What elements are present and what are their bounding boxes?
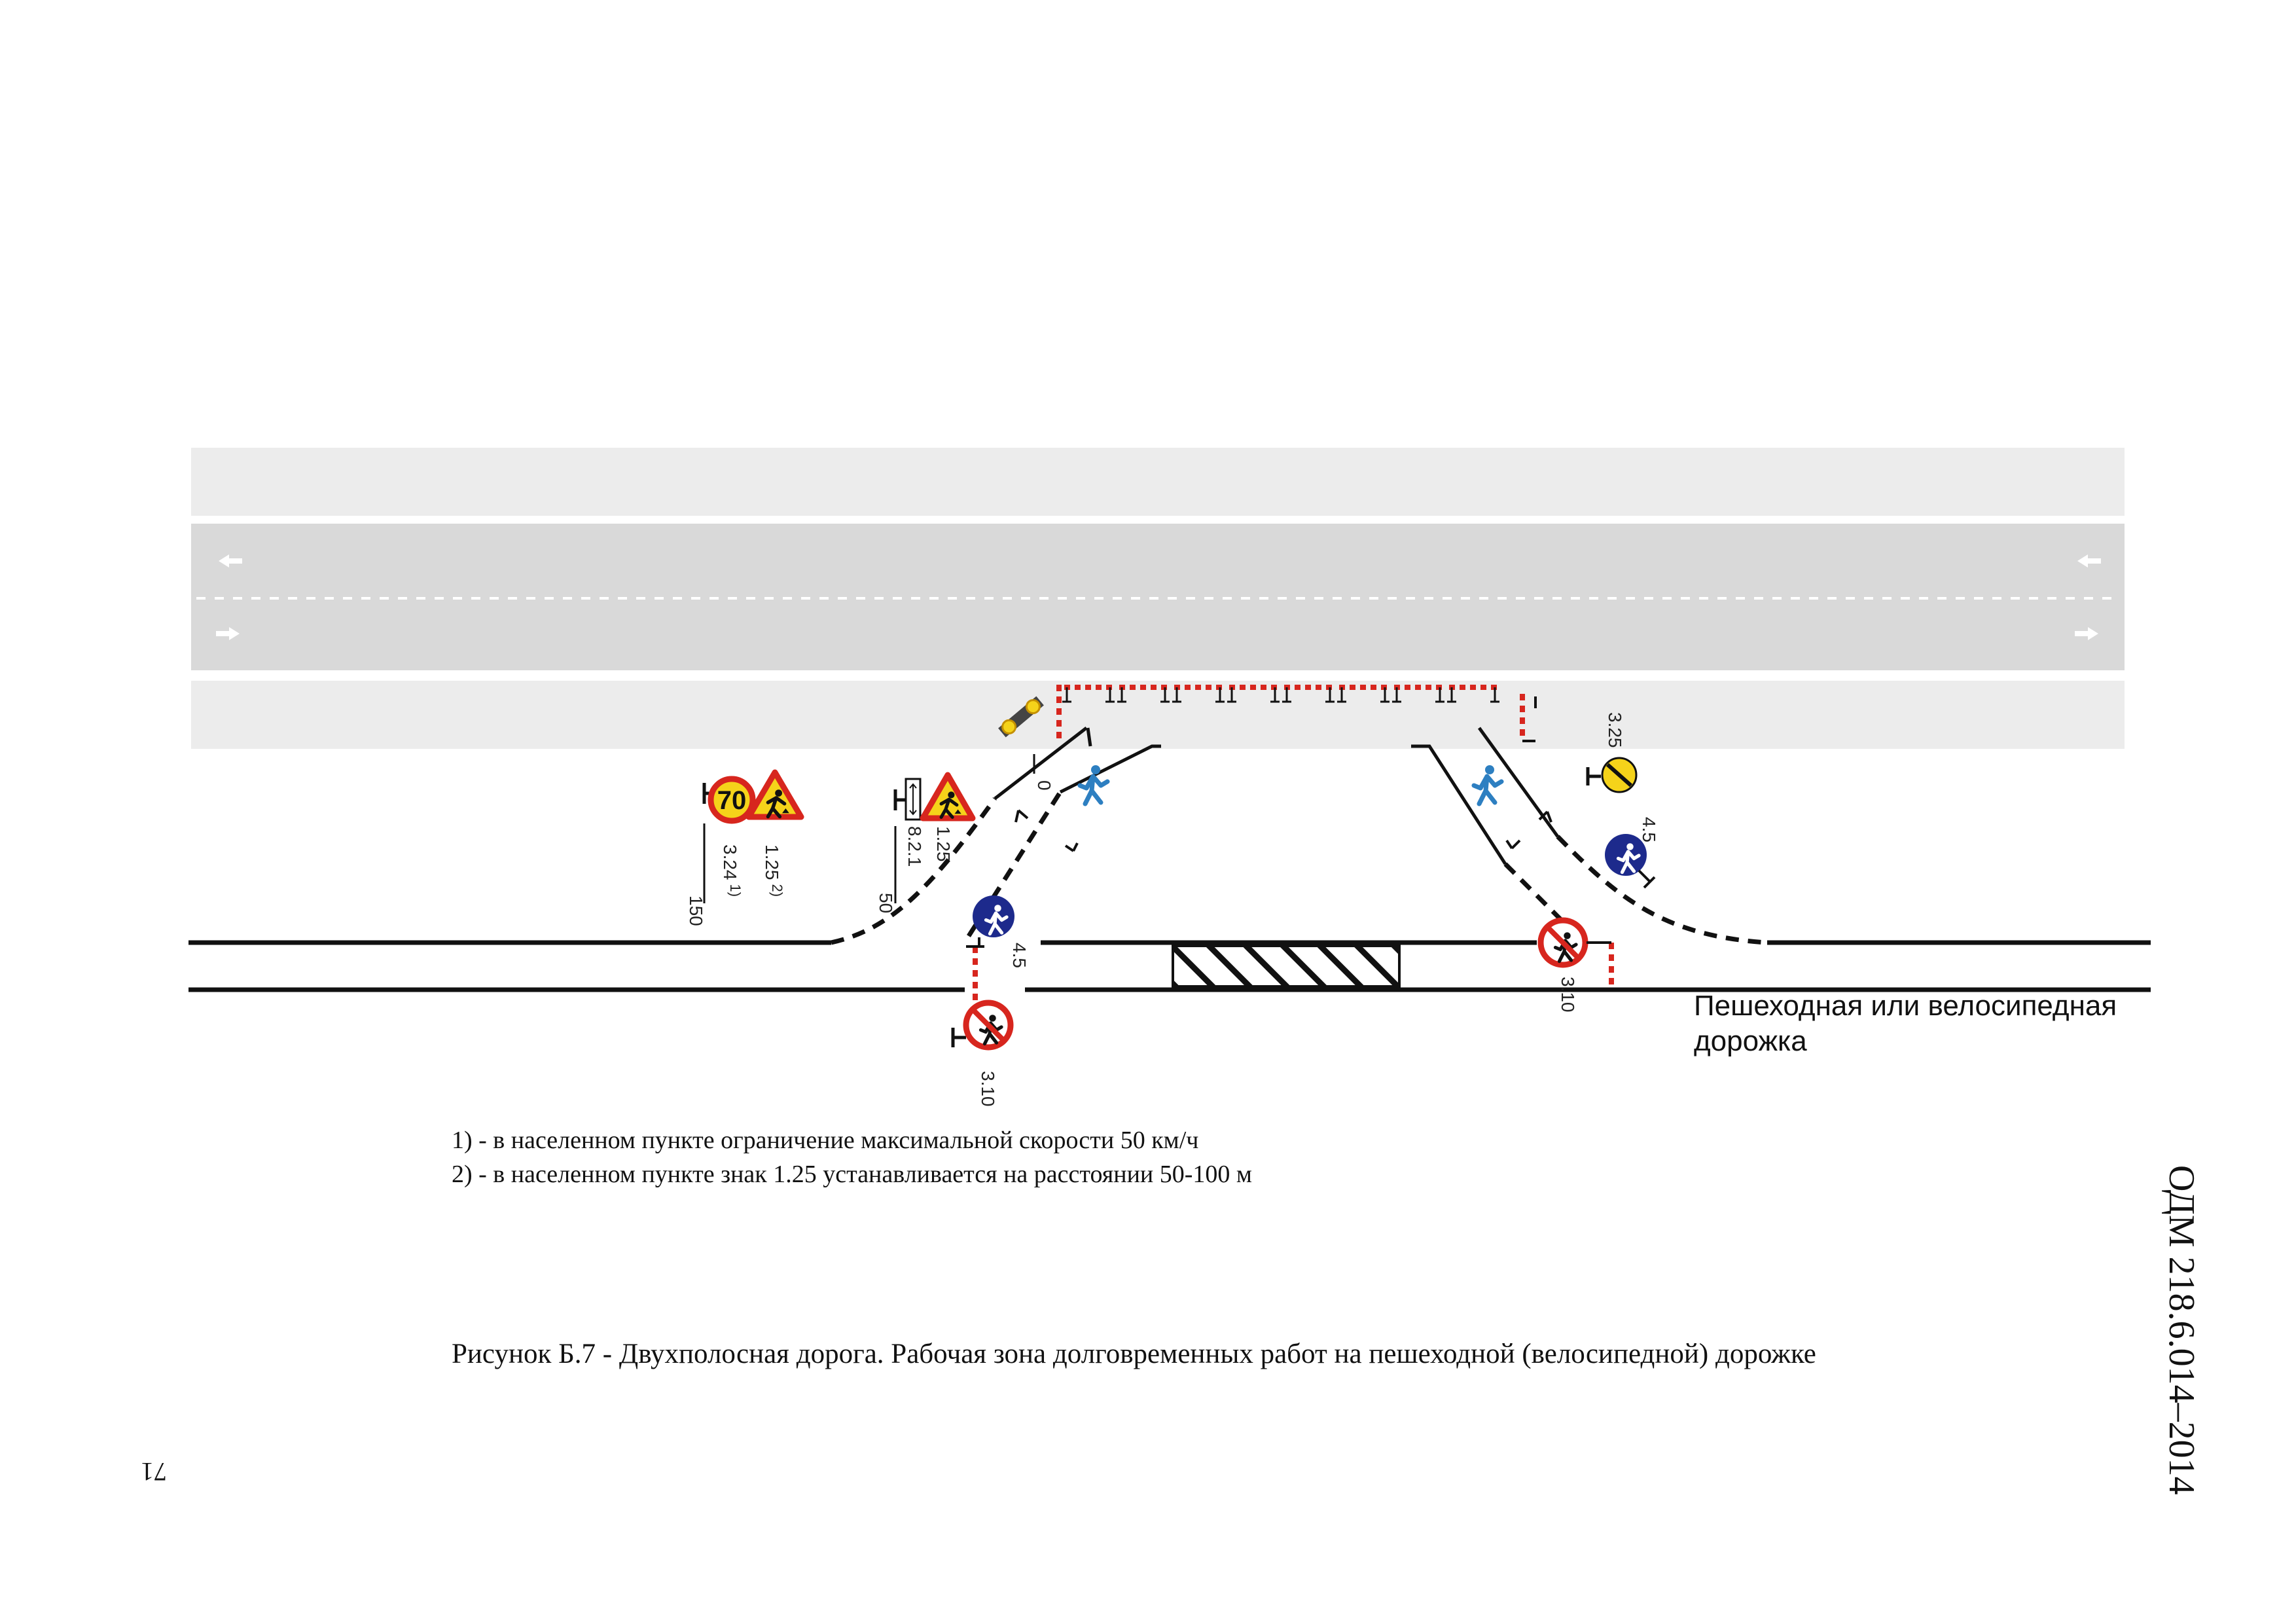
barrier-segment <box>1227 685 1280 703</box>
label-no-pedestrians-bottom: 3.10 <box>978 1071 998 1107</box>
detour-solid-left-outer <box>994 727 1088 800</box>
distance-plate-sign <box>905 778 922 821</box>
barrier-segment <box>1117 685 1170 703</box>
label-no-pedestrians-right: 3.10 <box>1558 977 1578 1013</box>
direction-arrow-left-2 <box>1064 842 1079 852</box>
label-road-works-near: 1.25 <box>933 826 954 862</box>
document-code-text: ОДМ 218.6.014–2014 <box>2161 1165 2202 1495</box>
lane-arrow-left-bottom <box>216 627 240 640</box>
direction-arrow-right-1 <box>1538 810 1552 823</box>
path-label-line2: дорожка <box>1694 1025 1807 1057</box>
direction-arrow-left-1 <box>1014 809 1029 823</box>
footnote-1: 1) - в населенном пункте ограничение мак… <box>452 1127 1199 1154</box>
document-code: ОДМ 218.6.014–2014 <box>2161 1165 2202 1532</box>
pedestrian-marking-right <box>1474 765 1501 804</box>
page-number: 71 <box>141 1457 167 1487</box>
lower-edge-line <box>191 673 2125 678</box>
detour-outer-left <box>831 797 997 945</box>
label-road-works-far: 1.252) <box>762 844 785 897</box>
label-speed-limit: 3.241) <box>720 844 744 897</box>
barrier-segment <box>1172 685 1225 703</box>
path-label: Пешеходная или велосипедная дорожка <box>1694 988 2117 1059</box>
pedestrian-route-sign-left <box>973 895 1014 948</box>
barrier-segment <box>1392 685 1444 703</box>
speed-limit-sign: 70 <box>708 776 756 824</box>
warning-light <box>998 696 1044 738</box>
label-pedestrian-route-right: 4.5 <box>1639 817 1659 842</box>
pedestrian-route-sign-right <box>1605 834 1656 889</box>
lane-arrow-left-top <box>219 554 242 568</box>
label-detour-sign: 3.25 <box>1605 712 1625 748</box>
detour-solid-right-outer <box>1477 727 1560 838</box>
no-pedestrians-sign-bottom <box>951 1000 1014 1051</box>
detour-solid-right-inner <box>1411 744 1507 865</box>
detour-sign <box>1586 757 1638 793</box>
svg-text:70: 70 <box>717 786 747 815</box>
upper-edge-line <box>191 516 2125 521</box>
direction-arrow-right-2 <box>1505 839 1521 850</box>
barrier-post-top-right <box>1520 694 1537 742</box>
barrier-segment <box>1337 685 1390 703</box>
barrier-post-right <box>1597 941 1614 988</box>
upper-shoulder <box>191 448 2125 516</box>
detour-solid-left-inner <box>1059 744 1161 794</box>
detour-outer-right <box>1556 835 1768 945</box>
footnote-2: 2) - в населенном пункте знак 1.25 устан… <box>452 1161 1252 1188</box>
distance-label-far: 150 <box>686 895 706 926</box>
road-works-sign-near <box>920 772 976 821</box>
lower-shoulder <box>191 681 2125 749</box>
sign-group-far: 70 <box>702 769 804 903</box>
figure-caption: Рисунок Б.7 - Двухполосная дорога. Рабоч… <box>452 1339 1816 1369</box>
detour-solid-left-stub <box>1086 727 1092 747</box>
barrier-row <box>1062 685 1499 703</box>
lane-arrow-right-bottom <box>2075 627 2098 640</box>
distance-label-zero: 0 <box>1034 780 1054 791</box>
barrier-segment <box>1447 685 1499 703</box>
work-zone-hatched-area <box>1172 945 1401 988</box>
road-works-sign-far <box>745 769 804 820</box>
label-pedestrian-route-left: 4.5 <box>1009 943 1030 968</box>
sign-group-near <box>893 772 976 903</box>
barrier-segment <box>1062 685 1115 703</box>
distance-label-near: 50 <box>876 893 896 913</box>
lane-arrow-right-top <box>2077 554 2101 568</box>
road <box>191 448 2125 749</box>
pedestrian-path <box>188 727 2151 992</box>
barrier-segment <box>1282 685 1335 703</box>
path-label-line1: Пешеходная или велосипедная <box>1694 990 2117 1022</box>
label-distance-plate: 8.2.1 <box>905 826 925 867</box>
no-pedestrians-sign-right <box>1537 917 1597 968</box>
